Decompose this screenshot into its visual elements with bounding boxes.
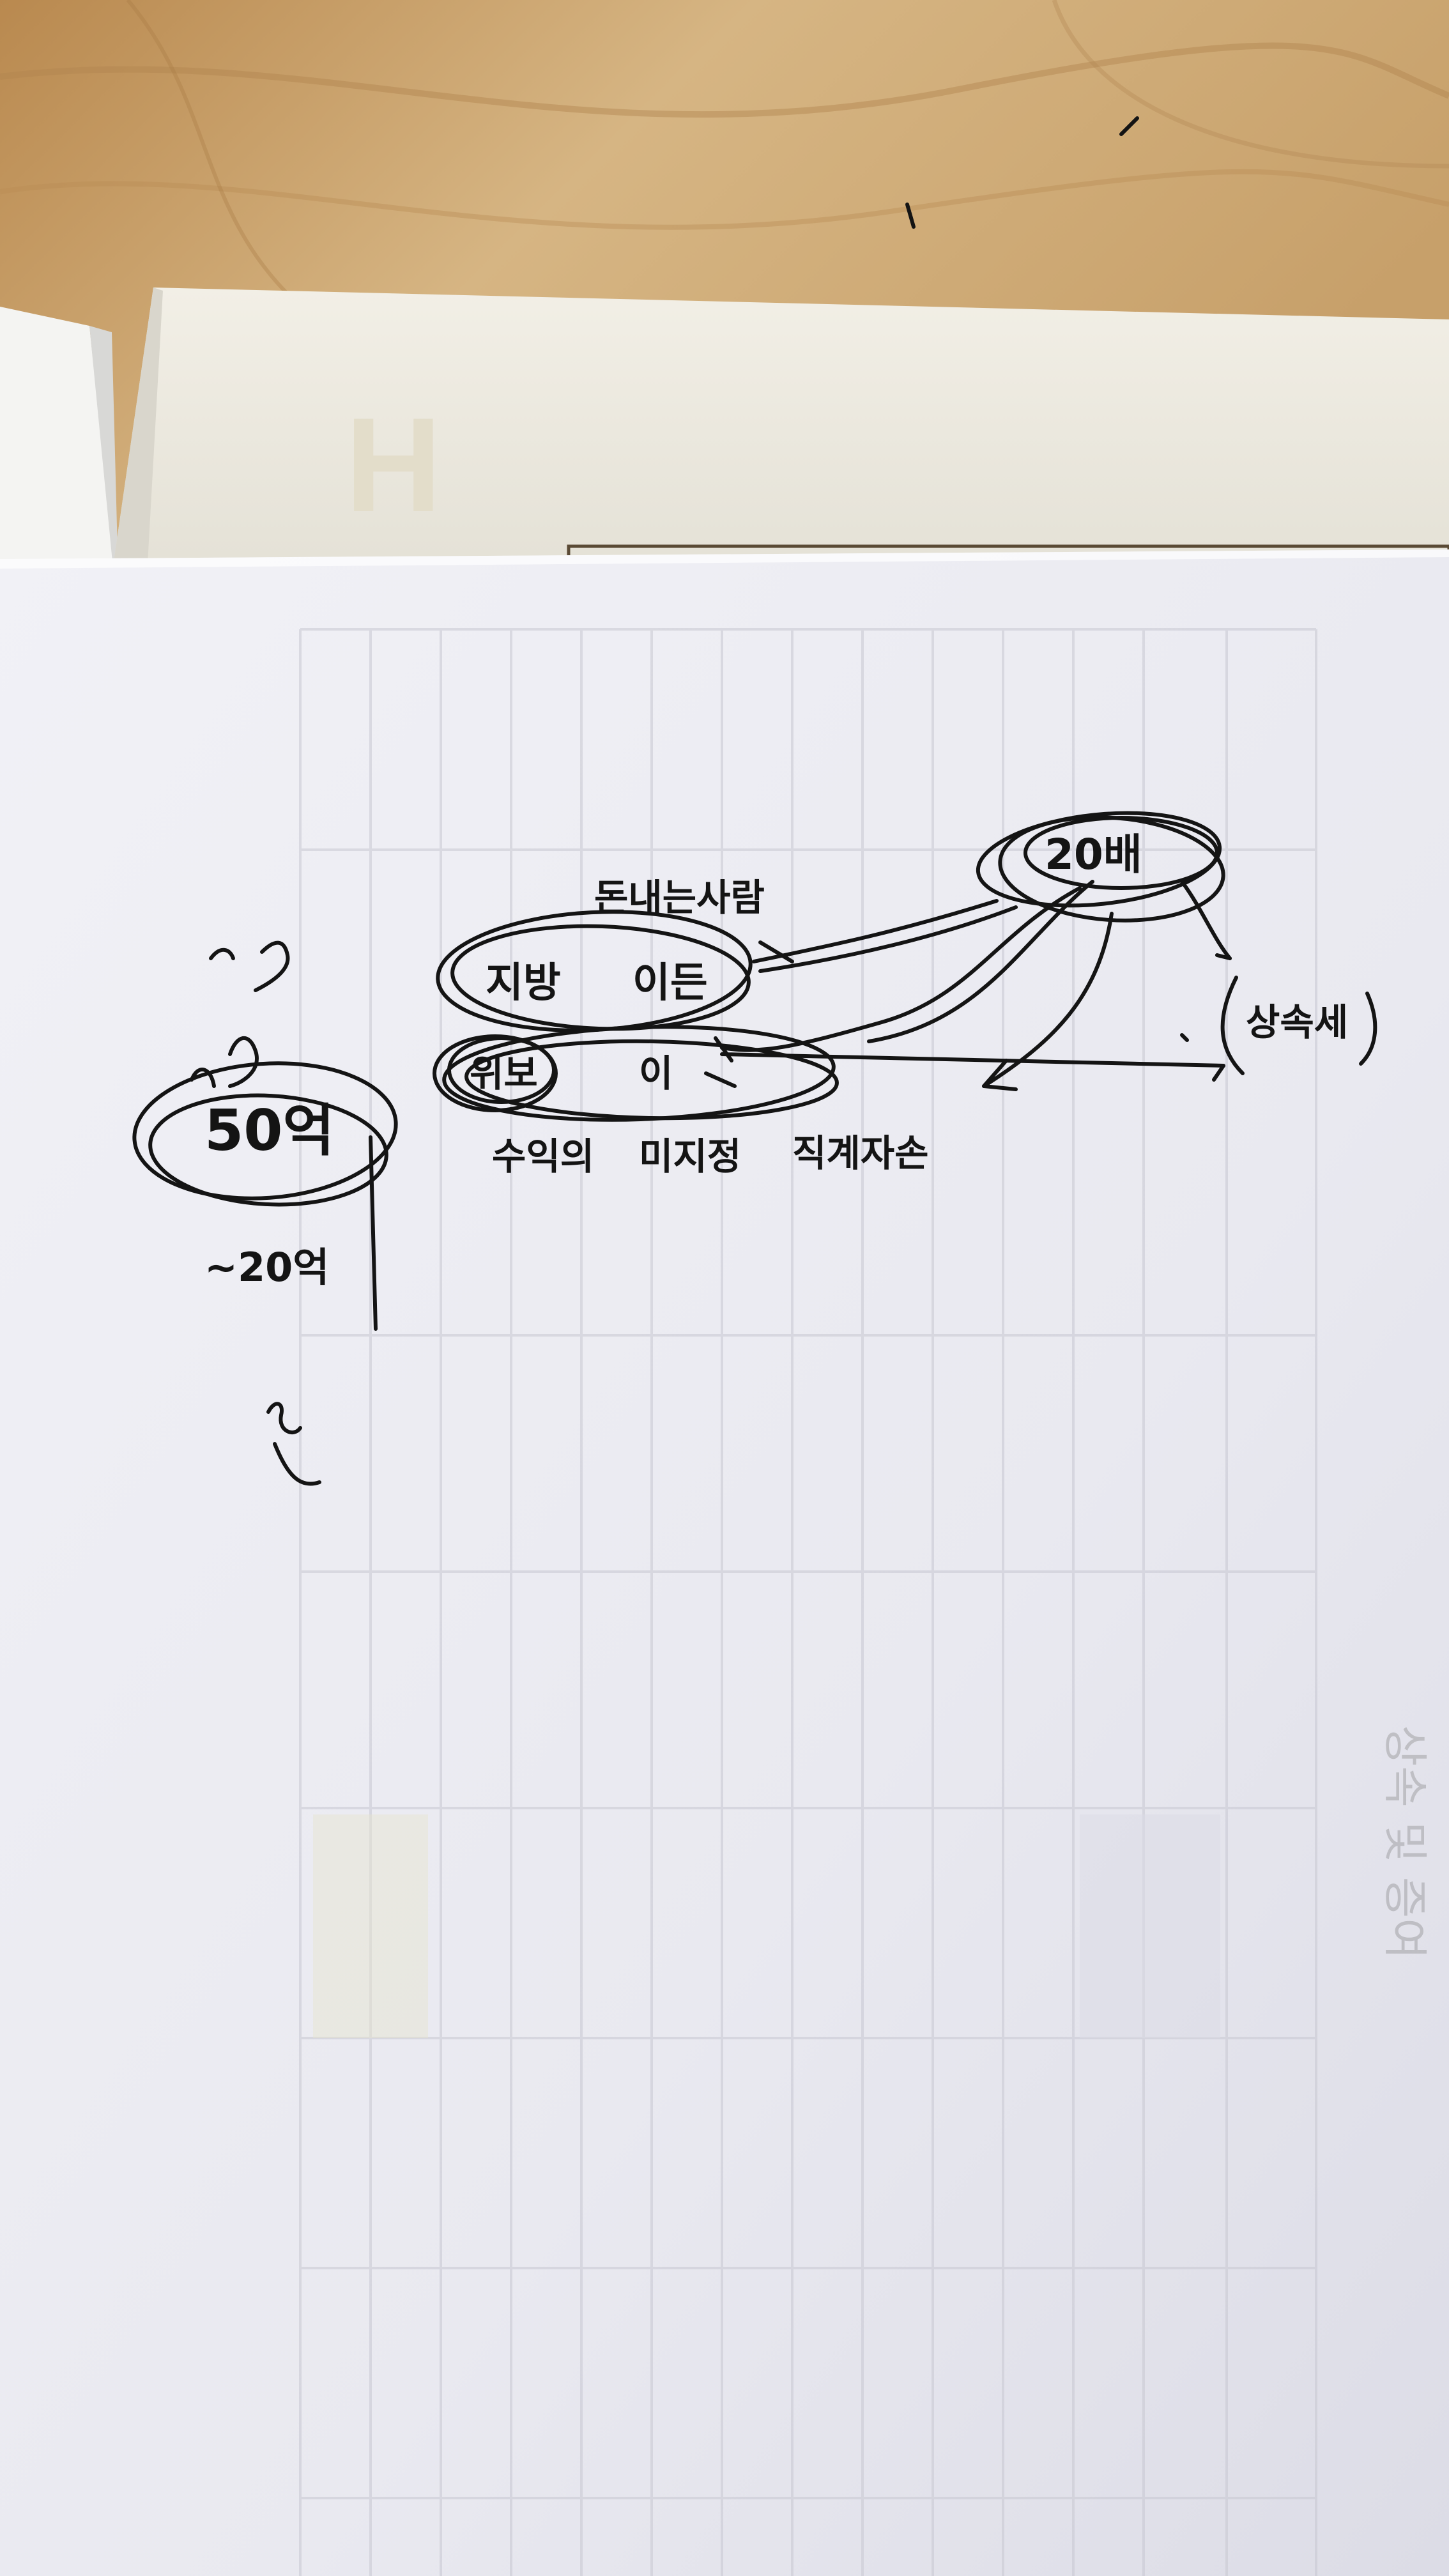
- handwriting-bottom-2: 미지정: [639, 1135, 741, 1178]
- handwriting-row1-left: 지방: [486, 960, 561, 1007]
- handwriting-bottom-3: 직계자손: [792, 1131, 928, 1175]
- handwriting-row2-left: 위보: [470, 1052, 538, 1095]
- handwriting-ink: [132, 116, 1377, 1486]
- handwriting-amount-left: 50억: [204, 1098, 334, 1163]
- handwriting-bottom-1: 수익의: [492, 1135, 594, 1178]
- handwriting-amount-top-right: 20배: [1045, 830, 1142, 879]
- left-sheet: [0, 307, 118, 575]
- handwriting-top-label: 돈내는사람: [594, 876, 765, 919]
- handwriting-amount-left-sub: ~20억: [204, 1244, 329, 1291]
- back-document: H: [112, 288, 1449, 577]
- bleed-through-title: 상속 및 증여: [1379, 1725, 1431, 1959]
- bleed-through-table: [299, 628, 1317, 2576]
- handwriting-row1-right: 이든: [632, 960, 708, 1007]
- handwriting-side-note: 상속세: [1246, 1000, 1348, 1044]
- document-logo-letter: H: [345, 390, 442, 540]
- front-paper: [0, 549, 1449, 2576]
- handwriting-row2-right: 이: [639, 1052, 673, 1095]
- bleed-through-shading: [313, 1814, 1220, 2038]
